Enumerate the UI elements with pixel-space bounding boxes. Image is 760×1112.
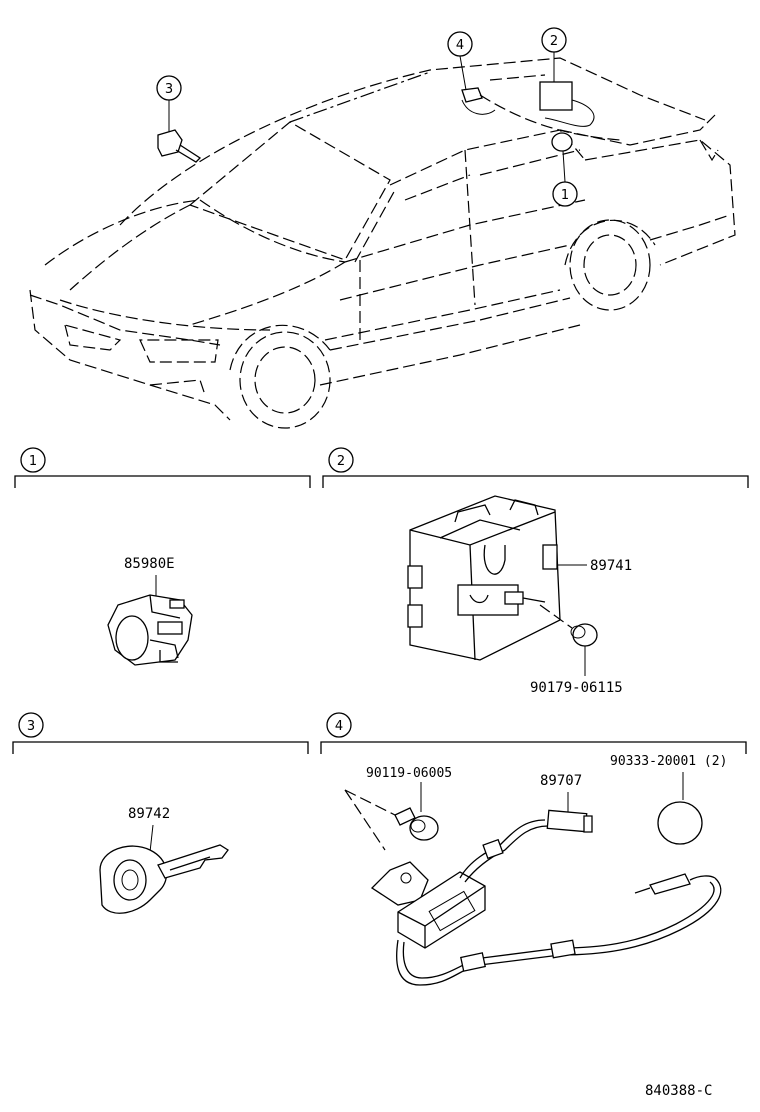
- car-harness-part: [461, 87, 483, 103]
- section-3: 3 89742: [12, 712, 309, 914]
- figure-id: 840388-C: [645, 1083, 712, 1099]
- part-number-90333-20001: 90333-20001 (2): [610, 754, 727, 769]
- svg-text:3: 3: [165, 82, 173, 97]
- car-key-part: [157, 129, 183, 157]
- section-1-bracket: [14, 475, 311, 488]
- svg-text:2: 2: [550, 34, 558, 49]
- car-module-part: [539, 81, 573, 111]
- car-callout-3: 3: [156, 75, 182, 132]
- section-4-bracket: [320, 741, 747, 754]
- part-number-90179-06115: 90179-06115: [530, 680, 623, 696]
- section-4-number: 4: [326, 712, 352, 738]
- car-callout-1: 1: [552, 150, 578, 207]
- section-2-number: 2: [328, 447, 354, 473]
- part-number-89707: 89707: [540, 773, 582, 789]
- part-number-89742: 89742: [128, 806, 170, 822]
- car-sensor-part: [551, 132, 573, 152]
- svg-text:4: 4: [335, 719, 343, 734]
- control-module-part: [407, 495, 561, 661]
- section-1-number: 1: [20, 447, 46, 473]
- section-2: 2 89741 90179-06115: [322, 447, 749, 696]
- part-number-85980E: 85980E: [124, 556, 175, 572]
- nut-part: [570, 623, 598, 647]
- svg-text:1: 1: [561, 188, 569, 203]
- harness-part: [370, 809, 722, 986]
- svg-text:1: 1: [29, 454, 37, 469]
- svg-text:3: 3: [27, 719, 35, 734]
- car-callout-2: 2: [541, 27, 567, 82]
- part-number-89741: 89741: [590, 558, 632, 574]
- bolt-part: [394, 807, 439, 841]
- section-2-bracket: [322, 475, 749, 488]
- car-callout-4: 4: [447, 31, 473, 91]
- car-illustration: [29, 57, 736, 429]
- sensor-part: [107, 594, 193, 666]
- svg-text:4: 4: [456, 38, 464, 53]
- section-4: 4 90119-06005 89707 90333-20001 (2): [320, 712, 747, 986]
- key-part: [99, 844, 229, 914]
- part-number-90119-06005: 90119-06005: [366, 766, 452, 781]
- section-1: 1 85980E: [14, 447, 311, 666]
- svg-text:2: 2: [337, 454, 345, 469]
- section-3-number: 3: [18, 712, 44, 738]
- battery-part: [657, 801, 703, 845]
- section-3-bracket: [12, 741, 309, 754]
